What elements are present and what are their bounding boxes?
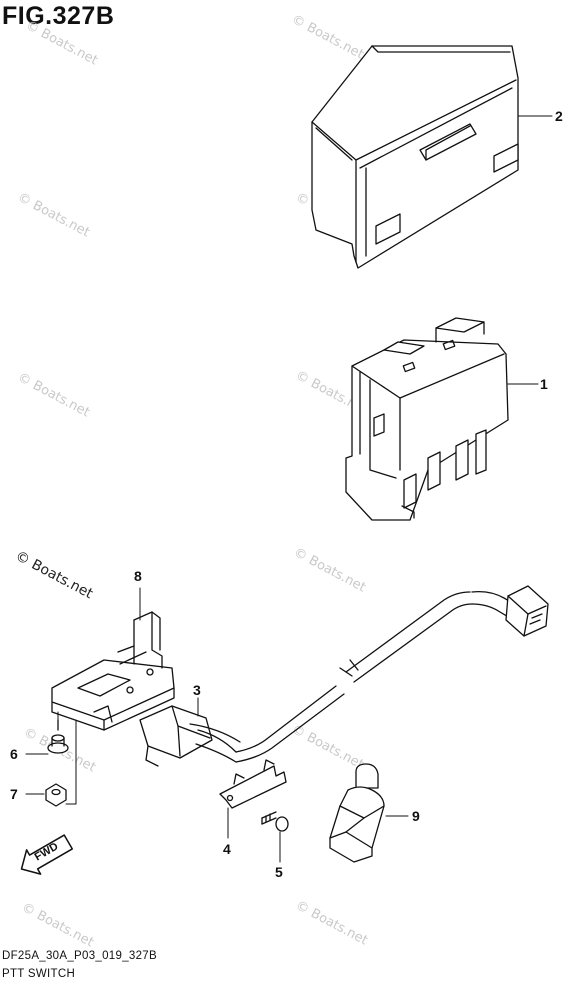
part-9-clip bbox=[329, 763, 385, 863]
callout-8: 8 bbox=[134, 568, 142, 584]
part-3-harness bbox=[139, 585, 549, 767]
callout-5: 5 bbox=[275, 864, 283, 880]
part-2-cover bbox=[311, 45, 519, 269]
callout-9: 9 bbox=[412, 808, 420, 824]
part-1-switch-unit bbox=[345, 317, 509, 521]
callout-1: 1 bbox=[540, 376, 548, 392]
callout-4: 4 bbox=[223, 841, 231, 857]
diagram-name: PTT SWITCH bbox=[2, 968, 76, 980]
fwd-arrow bbox=[20, 834, 73, 875]
callout-3: 3 bbox=[193, 682, 201, 698]
diagram-code: DF25A_30A_P03_019_327B bbox=[2, 950, 157, 962]
part-4-clamp bbox=[219, 759, 287, 809]
part-6-bolt bbox=[47, 719, 69, 754]
callout-7: 7 bbox=[10, 786, 18, 802]
part-7-nut bbox=[45, 783, 67, 807]
callout-2: 2 bbox=[555, 108, 563, 124]
figure-title: FIG.327B bbox=[2, 2, 115, 30]
callout-6: 6 bbox=[10, 746, 18, 762]
part-5-screw bbox=[261, 811, 289, 832]
part-8-bracket bbox=[51, 611, 175, 731]
